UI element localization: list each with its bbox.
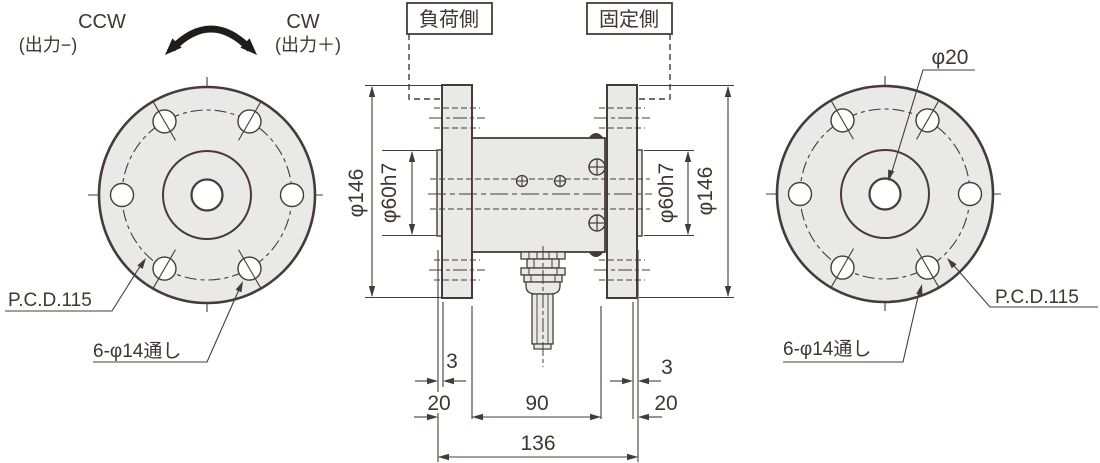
dim-boss-offset-right: 3 [661, 356, 673, 379]
dim-body-width: 90 [525, 392, 548, 415]
dim-flange-diameter-left: φ146 [345, 169, 368, 218]
left-flange-face [86, 75, 328, 315]
fixed-side-leader [638, 34, 671, 100]
extension-lines [437, 250, 639, 462]
fixed-side-label: 固定側 [599, 8, 659, 31]
side-view [428, 84, 652, 367]
fixed-side-box [586, 2, 673, 35]
side-labels: 負荷側 固定側 [406, 2, 673, 100]
dim-flange-width-right: 20 [654, 392, 677, 415]
load-side-label: 負荷側 [419, 8, 479, 31]
sensor-body [471, 137, 606, 253]
cable-gland [520, 246, 566, 367]
right-flange-face [764, 74, 1006, 314]
ccw-label: CCW [78, 11, 126, 33]
body-screws [515, 133, 606, 257]
ccw-output-label: (出力−) [19, 35, 78, 55]
center-hole-label: φ20 [932, 46, 969, 69]
dim-flange-diameter-right: φ146 [694, 167, 717, 216]
pcd-leader-line [5, 259, 145, 312]
dim-boss-offset-left: 3 [446, 350, 458, 373]
dimensions: φ146 φ60h7 φ60h7 φ146 [345, 84, 734, 462]
load-side-box [406, 2, 493, 35]
cw-label: CW [286, 11, 319, 33]
rotation-direction-indicator: CCW (出力−) CW (出力＋) [19, 11, 341, 60]
load-side-leader [408, 34, 441, 100]
bolt-holes-label: 6-φ14通し [783, 338, 871, 360]
pcd-label: P.C.D.115 [995, 287, 1079, 308]
dim-shaft-diameter-left: φ60h7 [378, 163, 401, 223]
dim-shaft-diameter-right: φ60h7 [655, 163, 678, 223]
bolt-holes-label: 6-φ14通し [93, 340, 181, 362]
front-view-left: P.C.D.115 6-φ14通し [5, 75, 328, 363]
pcd-label: P.C.D.115 [8, 290, 92, 311]
bolt-holes-leader-line [93, 284, 242, 363]
cw-output-label: (出力＋) [275, 35, 341, 55]
bolt-holes-leader-line [783, 287, 921, 363]
dim-flange-width-left: 20 [427, 392, 450, 415]
rotation-arc [169, 25, 253, 52]
flange-hidden-hole-lines [429, 107, 650, 281]
front-view-right: φ20 P.C.D.115 6-φ14通し [764, 46, 1098, 363]
load-side-flange [441, 84, 473, 299]
pcd-leader-line [948, 259, 1098, 308]
dim-total-width: 136 [520, 432, 555, 455]
fixed-side-flange [606, 84, 638, 299]
center-hole-leader-line [889, 69, 975, 179]
